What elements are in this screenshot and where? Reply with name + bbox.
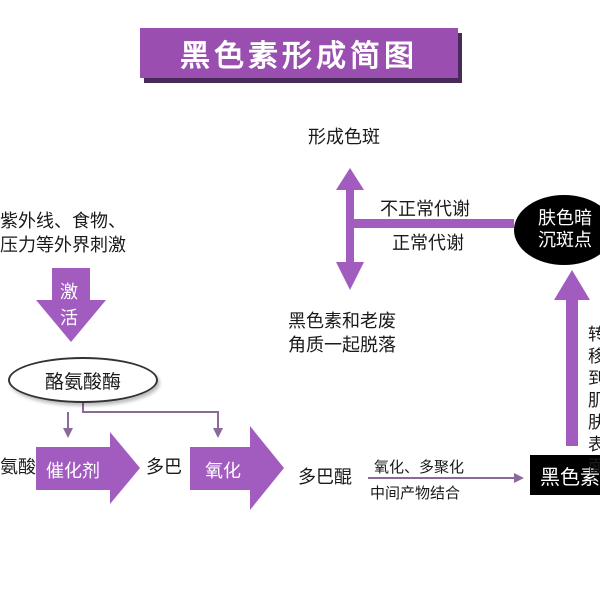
- oxidation-label: 氧化: [205, 461, 241, 482]
- transfer-char-1: 转: [588, 325, 600, 345]
- dark-spots-node: 肤色暗 沉斑点: [514, 195, 600, 265]
- form-spots-label: 形成色斑: [308, 127, 380, 148]
- dark-spots-line-2: 沉斑点: [538, 230, 592, 251]
- title-banner: 黑色素形成简图: [140, 28, 458, 78]
- transfer-char-4: 肌: [588, 391, 600, 411]
- oxidation-arrow: [190, 426, 284, 510]
- melanin-label: 黑色素: [540, 464, 600, 489]
- diagram-title: 黑色素形成简图: [180, 39, 418, 74]
- activate-char-1: 激: [60, 282, 78, 303]
- activate-label: 激 活: [60, 278, 78, 330]
- reaction-bottom-label: 中间产物结合: [370, 484, 461, 502]
- transfer-arrow: [554, 270, 590, 446]
- dark-spots-line-1: 肤色暗: [538, 208, 592, 229]
- enzyme-label: 酪氨酸酶: [44, 370, 121, 393]
- transfer-char-2: 移: [588, 347, 600, 367]
- transfer-text: 转 移 到 肌 肤 表 面: [588, 324, 600, 478]
- activate-arrow: [36, 268, 106, 342]
- dopa-label: 多巴: [146, 457, 182, 478]
- transfer-char-6: 表: [588, 435, 600, 455]
- tyrosine-label: 氨酸: [0, 457, 36, 478]
- catalyst-arrow: [36, 432, 140, 504]
- transfer-char-7: 面: [588, 457, 600, 477]
- activate-char-2: 活: [60, 308, 78, 329]
- shed-line-1: 黑色素和老废: [288, 311, 396, 332]
- dopaquinone-label: 多巴醌: [298, 467, 352, 488]
- metabolism-connector-line: [350, 219, 514, 228]
- shed-line-2: 角质一起脱落: [288, 335, 396, 356]
- reaction-top-label: 氧化、多聚化: [374, 458, 465, 476]
- transfer-char-5: 肤: [588, 413, 600, 433]
- shed-text: 黑色素和老废 角质一起脱落: [288, 310, 396, 358]
- stimuli-text: 紫外线、食物、 压力等外界刺激: [0, 210, 126, 258]
- stimuli-line-1: 紫外线、食物、: [0, 211, 126, 232]
- transfer-char-3: 到: [588, 369, 600, 389]
- melanin-node: 黑色素: [530, 455, 600, 495]
- stimuli-line-2: 压力等外界刺激: [0, 235, 126, 256]
- catalyst-label: 催化剂: [46, 461, 100, 482]
- normal-metabolism-label: 正常代谢: [392, 233, 464, 254]
- metabolism-double-arrow: [336, 168, 364, 290]
- enzyme-node: 酪氨酸酶: [8, 357, 158, 403]
- abnormal-metabolism-label: 不正常代谢: [380, 199, 470, 220]
